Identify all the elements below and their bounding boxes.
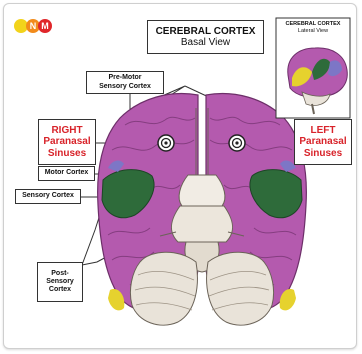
target-right (158, 135, 174, 151)
label-left-sinuses: LEFT Paranasal Sinuses (294, 119, 352, 165)
sensory-text: Sensory Cortex (22, 192, 74, 200)
label-right-sinuses: RIGHT Paranasal Sinuses (38, 119, 96, 165)
right-line3: Sinuses (48, 148, 86, 160)
title-line1: CEREBRAL CORTEX (156, 26, 256, 38)
post-line3: Cortex (49, 286, 71, 294)
right-line1: RIGHT (51, 125, 82, 137)
inset-title-line2: Lateral View (277, 28, 349, 35)
post-line1: Post- (51, 270, 69, 278)
label-sensory-cortex: Sensory Cortex (15, 189, 81, 204)
target-left (229, 135, 245, 151)
label-post-sensory: Post- Sensory Cortex (37, 262, 83, 302)
title-line2: Basal View (181, 37, 230, 49)
label-motor-cortex: Motor Cortex (38, 166, 95, 181)
motor-text: Motor Cortex (45, 169, 89, 177)
right-line2: Paranasal (43, 136, 90, 148)
left-line3: Sinuses (304, 148, 342, 160)
post-line2: Sensory (46, 278, 74, 286)
inset-title: CEREBRAL CORTEX Lateral View (277, 21, 349, 34)
inset-title-line1: CEREBRAL CORTEX (277, 21, 349, 28)
left-line2: Paranasal (299, 136, 346, 148)
premotor-line1: Pre-Motor (108, 74, 141, 82)
left-line1: LEFT (311, 125, 336, 137)
label-premotor: Pre-Motor Sensory Cortex (86, 71, 164, 94)
premotor-line2: Sensory Cortex (99, 83, 151, 91)
page-title: CEREBRAL CORTEX Basal View (147, 20, 264, 54)
